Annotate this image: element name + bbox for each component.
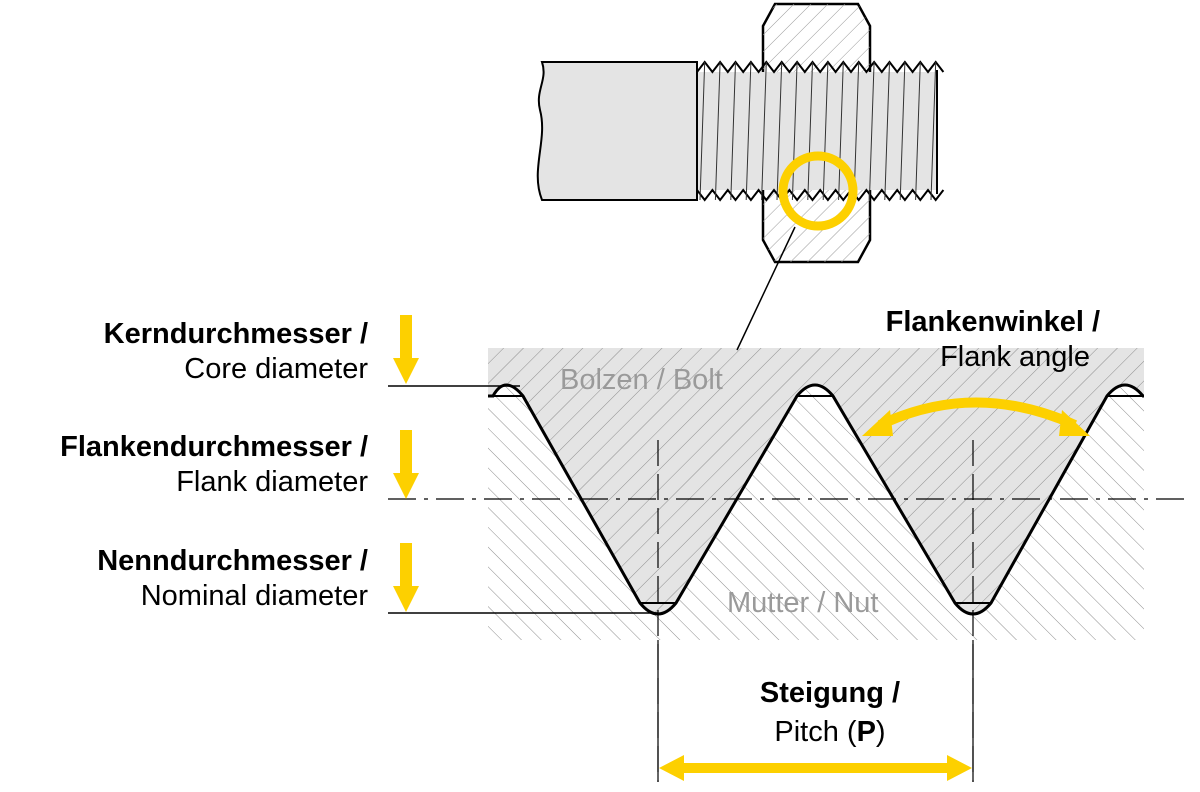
thread-profile-line [488,383,1144,616]
flank-angle-arrow [862,397,1090,436]
nominal-diameter-label: Nenndurchmesser / Nominal diameter [97,547,368,611]
flank-angle-de: Flankenwinkel / [885,306,1100,338]
pitch-label: Steigung / Pitch (P) [700,677,960,749]
core-diameter-de: Kerndurchmesser / [103,318,368,350]
nominal-diameter-en: Nominal diameter [140,580,368,612]
nut-region-label: Mutter / Nut [727,587,879,619]
flank-diameter-label: Flankendurchmesser / Flank diameter [60,433,368,497]
bolt-region-label: Bolzen / Bolt [560,364,723,396]
thread-line [696,188,945,202]
nominal-diameter-de: Nenndurchmesser / [97,545,368,577]
core-diameter-arrow [393,315,419,384]
flank-angle-en: Flank angle [940,341,1090,373]
thread-line [699,61,937,201]
pitch-symbol: P [856,716,876,748]
thread-profile-detail [488,348,1144,640]
flank-angle-label: Flankenwinkel / Flank angle [886,308,1100,372]
core-diameter-label: Kerndurchmesser / Core diameter [104,320,368,384]
pitch-arrow [659,755,972,781]
flank-diameter-arrow [393,430,419,499]
bolt-shank [536,61,698,201]
nominal-diameter-arrow [393,543,419,612]
bolt-threaded-section [696,60,945,202]
core-diameter-en: Core diameter [184,353,368,385]
flank-diameter-de: Flankendurchmesser / [60,431,368,463]
pitch-de: Steigung / [759,677,901,709]
detail-magnifier-circle [778,151,858,231]
bolt-nut-overview [536,2,945,264]
thread-line [696,60,945,74]
detail-leader-line [736,226,796,351]
crest-caps [488,395,1143,604]
flank-diameter-en: Flank diameter [176,466,368,498]
pitch-en: Pitch (P) [774,716,886,748]
